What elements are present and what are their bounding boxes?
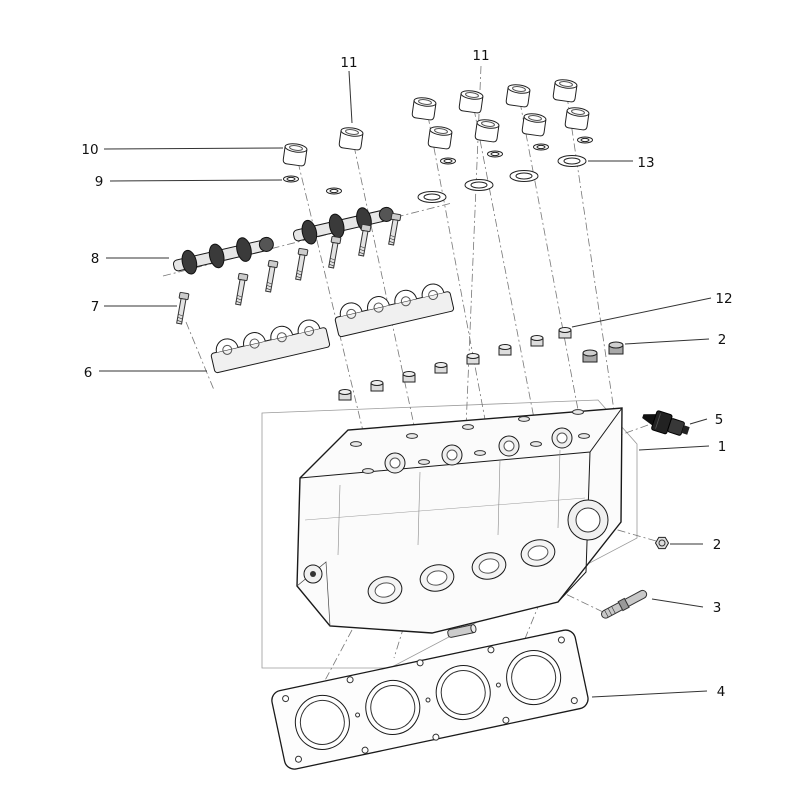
cylinder-head-gasket [271,629,589,770]
valve-cap [558,327,572,339]
nut [654,536,670,550]
valve-cap [498,344,512,356]
valve-guide-bosses [350,409,590,474]
callout-5: 5 [715,412,724,428]
callout-3: 3 [713,600,722,616]
callout-11-left: 11 [340,55,357,71]
camshaft-holder [334,283,455,338]
callout-8: 8 [91,251,100,267]
spring-seat-washer [440,157,456,165]
valve-tappet [427,125,453,150]
callout-2-lower: 2 [713,537,722,553]
valve-tappet [411,96,437,121]
callout-6: 6 [84,365,93,381]
callout-11-right: 11 [472,48,489,64]
bolt [326,235,342,269]
callout-1: 1 [718,439,727,455]
bolt [174,291,190,325]
leader-lines [99,70,712,698]
dowel-pin [447,624,477,638]
callout-7: 7 [91,299,100,315]
valve-tappet [552,78,578,103]
bolt [356,223,372,257]
valve-tappet [474,118,500,143]
valve-cap [466,353,480,365]
callout-9: 9 [95,174,104,190]
spring-seat-washer [577,136,593,144]
assembly-boundary [261,399,638,669]
callout-13: 13 [637,155,654,171]
sealing-washer [509,170,539,182]
valve-tappet [521,112,547,137]
callouts: 11 11 10 9 13 8 7 6 12 2 5 1 2 3 4 [81,48,732,700]
stud [601,589,648,619]
valve-cap [402,371,416,383]
callout-4: 4 [717,684,726,700]
bolt [263,259,279,293]
valve-tappet [458,89,484,114]
sealing-washer [464,179,494,191]
camshaft [292,206,394,245]
sealing-washer [417,191,447,203]
cylinder-head [296,407,623,634]
plug [608,341,624,355]
valve-cap [530,335,544,347]
valve-cap [434,362,448,374]
callout-2-upper: 2 [718,332,727,348]
camshaft [172,236,274,275]
callout-10: 10 [81,142,98,158]
valve-tappet [338,126,364,151]
valve-tappet [282,142,308,167]
spring-seat-washer [533,143,549,151]
valve-tappet [564,106,590,131]
spring-seat-washer [487,150,503,158]
plug [582,349,598,363]
spring-seat-washer [283,175,299,183]
temperature-sensor [642,410,690,436]
valve-tappet [505,83,531,108]
camshaft-holder [210,319,331,374]
callout-12: 12 [715,291,732,307]
valve-cap [370,380,384,392]
spring-seat-washer [326,187,342,195]
bolt [293,247,309,281]
valve-cap [338,389,352,401]
sealing-washer [557,155,587,167]
bolt [233,272,249,306]
